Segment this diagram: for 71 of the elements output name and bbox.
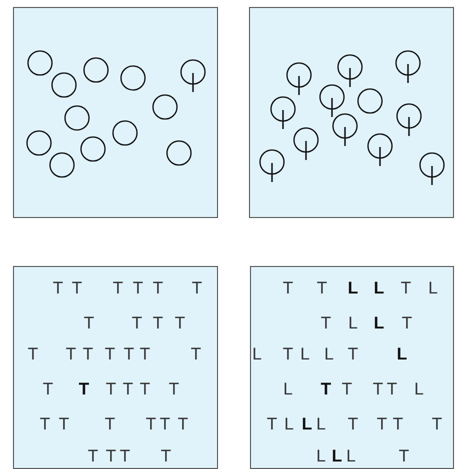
- letter: T: [400, 280, 412, 296]
- letter: L: [332, 448, 342, 464]
- letter: T: [112, 280, 124, 296]
- letter: T: [348, 346, 358, 362]
- letter: T: [66, 346, 76, 362]
- letter: T: [58, 416, 70, 432]
- letter: T: [106, 380, 116, 398]
- letter: L: [252, 346, 262, 362]
- letter: T: [402, 314, 412, 332]
- letter: T: [282, 280, 294, 296]
- letter: T: [106, 448, 116, 464]
- letter: T: [124, 346, 134, 362]
- letter: T: [386, 380, 398, 398]
- letter: T: [52, 280, 64, 296]
- letter: T: [146, 416, 156, 432]
- letter: T: [160, 448, 172, 464]
- letter: L: [348, 280, 358, 296]
- letter: L: [396, 346, 408, 362]
- letter: L: [374, 280, 384, 296]
- letter: T: [372, 380, 384, 398]
- letter: T: [140, 346, 150, 362]
- letter: L: [300, 346, 310, 362]
- letter: T: [398, 448, 410, 464]
- letter: L: [316, 416, 326, 432]
- stimulus-panel: [13, 266, 218, 469]
- letter: T: [140, 380, 150, 398]
- letter: T: [192, 280, 202, 296]
- letter: T: [82, 346, 94, 362]
- letter: T: [122, 380, 134, 398]
- letter: L: [283, 380, 293, 398]
- letter: T: [42, 380, 54, 398]
- letter: T: [132, 314, 142, 332]
- letter: L: [374, 314, 384, 332]
- letter: L: [284, 416, 294, 432]
- letter: T: [104, 416, 116, 432]
- letter: L: [302, 416, 312, 432]
- letter: T: [282, 346, 294, 362]
- letter: T: [342, 380, 352, 398]
- letter: T: [120, 448, 130, 464]
- letter: T: [40, 416, 50, 432]
- letter: T: [168, 380, 180, 398]
- letter: L: [324, 346, 334, 362]
- letter: T: [392, 416, 404, 432]
- letter: T: [320, 380, 332, 398]
- stimulus-panel: [13, 7, 218, 218]
- letter: L: [414, 380, 424, 398]
- letter: T: [84, 314, 94, 332]
- letter: T: [348, 416, 358, 432]
- letter: T: [160, 416, 170, 432]
- stimulus-panel: [249, 7, 454, 218]
- stimulus-panel: [250, 266, 454, 469]
- letter: T: [178, 416, 188, 432]
- letter: T: [190, 346, 202, 362]
- letter: T: [316, 280, 328, 296]
- letter: T: [152, 314, 164, 332]
- letter: T: [28, 346, 38, 362]
- letter: T: [132, 280, 144, 296]
- letter: T: [266, 416, 278, 432]
- letter: L: [346, 448, 356, 464]
- letter: L: [428, 280, 438, 296]
- letter: T: [152, 280, 164, 296]
- letter: T: [376, 416, 388, 432]
- letter: T: [72, 280, 82, 296]
- letter: T: [432, 416, 442, 432]
- letter: T: [88, 448, 98, 464]
- letter: T: [104, 346, 116, 362]
- letter: T: [320, 314, 332, 332]
- letter: T: [78, 380, 90, 398]
- letter: L: [316, 448, 326, 464]
- letter: T: [174, 314, 186, 332]
- letter: L: [348, 314, 358, 332]
